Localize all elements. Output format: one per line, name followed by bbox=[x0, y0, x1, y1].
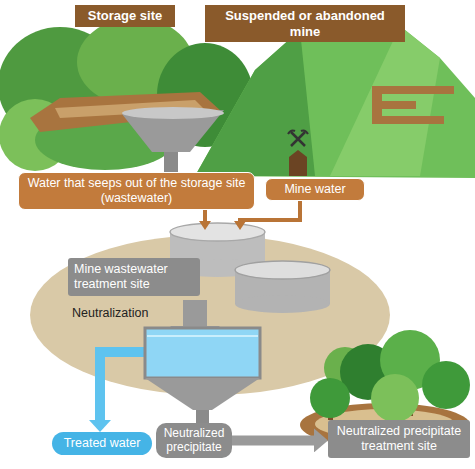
sedimentation-tank-part bbox=[196, 410, 209, 424]
storage-dam-funnel-part bbox=[164, 152, 178, 173]
mine-entrance bbox=[288, 130, 308, 176]
second-tank-part bbox=[235, 295, 330, 313]
node-text: Neutralization bbox=[72, 306, 148, 321]
mine-entrance-part bbox=[291, 132, 305, 146]
mine-mountain-part bbox=[195, 26, 475, 178]
mine-mountain bbox=[195, 26, 475, 178]
mine-mountain-part bbox=[372, 86, 454, 94]
precipitate-site-forest-part bbox=[310, 378, 350, 418]
node-text: Mine wastewater treatment site bbox=[74, 262, 194, 292]
source-box: Water that seeps out of the storage site… bbox=[18, 172, 255, 210]
precipitate-site-forest-part bbox=[371, 374, 419, 422]
mine-mountain-part bbox=[372, 116, 444, 124]
output-box: Treated water bbox=[52, 432, 152, 455]
second-tank-part bbox=[235, 261, 330, 279]
sedimentation-tank-part bbox=[145, 378, 260, 410]
node-text: Treated water bbox=[58, 436, 146, 451]
output-box: Neutralized precipitate bbox=[156, 423, 232, 458]
node-text: Mine water bbox=[272, 182, 358, 197]
sedimentation-tank-part bbox=[100, 352, 147, 395]
mine-mountain-part bbox=[330, 26, 440, 176]
mine-entrance-part bbox=[288, 130, 308, 134]
neutralization-tank-part bbox=[170, 223, 265, 241]
mine-entrance-part bbox=[289, 150, 307, 176]
sedimentation-tank bbox=[100, 328, 260, 424]
site-label: Storage site bbox=[75, 5, 175, 27]
node-text: Neutralized precipitate treatment site bbox=[332, 424, 466, 454]
mine-mountain-part bbox=[372, 101, 416, 109]
source-box: Mine water bbox=[265, 178, 365, 201]
storage-dam-funnel-part bbox=[122, 107, 224, 119]
site-label: Suspended or abandoned mine bbox=[205, 5, 405, 42]
node-text: Neutralized precipitate bbox=[159, 426, 229, 455]
mine-mountain-part bbox=[195, 30, 315, 176]
flow-arrow bbox=[203, 210, 207, 221]
node-text: Suspended or abandoned mine bbox=[211, 8, 399, 39]
second-tank bbox=[235, 261, 330, 313]
flow-arrow bbox=[95, 395, 105, 420]
destination-box: Neutralized precipitate treatment site bbox=[328, 420, 470, 458]
precipitate-site-forest-part bbox=[422, 361, 470, 409]
sedimentation-tank-part bbox=[147, 335, 258, 337]
node-text: Water that seeps out of the storage site… bbox=[25, 176, 248, 206]
flow-arrow bbox=[232, 435, 314, 445]
node-text: Storage site bbox=[81, 8, 169, 24]
sedimentation-tank-part bbox=[145, 328, 260, 378]
process-box: Mine wastewater treatment site bbox=[68, 258, 200, 296]
treatment-area: Neutralization Mine wastewater treatment … bbox=[30, 230, 390, 395]
